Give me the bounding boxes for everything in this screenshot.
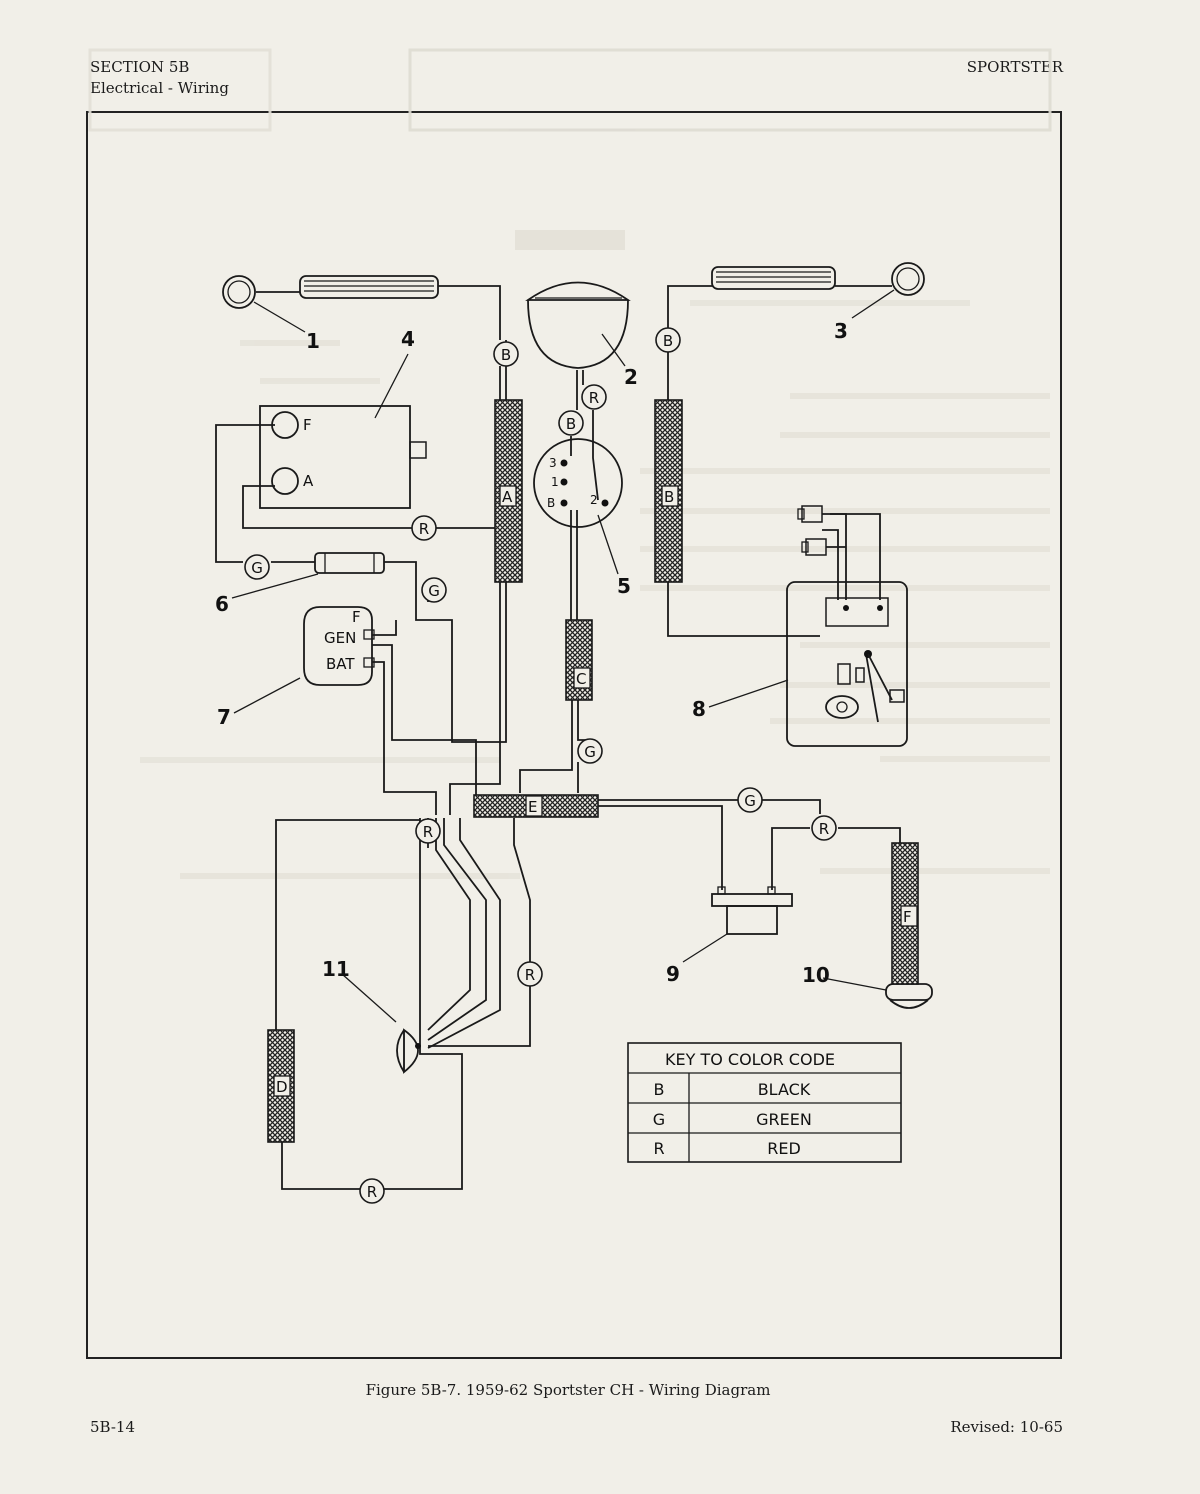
legend-color: BLACK <box>758 1080 811 1099</box>
horn <box>396 1028 421 1074</box>
gen-terminal-bat: BAT <box>326 655 355 673</box>
wire-marker: R <box>359 1178 385 1204</box>
wire-marker: R <box>811 815 837 841</box>
stoplight-switch <box>711 886 793 935</box>
legend-code: B <box>654 1080 665 1099</box>
wire-marker: G <box>244 554 270 580</box>
headlamp <box>525 281 631 369</box>
color-code-legend: KEY TO COLOR CODE B BLACK G GREEN R RED <box>627 1042 902 1163</box>
relay: F A <box>259 405 427 509</box>
svg-text:R: R <box>419 520 429 538</box>
switch-terminal-2: 2 <box>590 493 598 507</box>
wire-marker: B <box>655 327 681 353</box>
tail-lamp <box>885 983 933 1009</box>
page-header-left: SECTION 5B Electrical - Wiring <box>90 57 229 99</box>
wire-marker: R <box>411 515 437 541</box>
magneto <box>786 505 908 747</box>
callout-7: 7 <box>217 705 231 729</box>
svg-text:R: R <box>819 820 829 838</box>
generator: F GEN BAT <box>303 606 375 686</box>
section-label: SECTION 5B <box>90 58 190 76</box>
callout-10: 10 <box>802 963 830 987</box>
model-label: SPORTSTER <box>966 58 1063 76</box>
callout-4: 4 <box>401 327 415 351</box>
legend-title: KEY TO COLOR CODE <box>665 1050 835 1069</box>
terminal-block <box>314 552 385 574</box>
svg-text:G: G <box>428 582 440 600</box>
legend-color: RED <box>767 1139 801 1158</box>
svg-text:B: B <box>663 332 673 350</box>
callout-8: 8 <box>692 697 706 721</box>
svg-text:G: G <box>584 743 596 761</box>
figure-caption: Figure 5B-7. 1959-62 Sportster CH - Wiri… <box>365 1381 771 1399</box>
conduit-label-c: C <box>576 670 586 688</box>
wire-marker: G <box>421 577 447 603</box>
wire-marker: R <box>517 961 543 987</box>
wire-marker: R <box>415 818 441 844</box>
callout-2: 2 <box>624 365 638 389</box>
switch-terminal-b: B <box>547 496 555 510</box>
legend-code: G <box>653 1110 665 1129</box>
svg-text:B: B <box>501 346 511 364</box>
bleed-through-text <box>88 48 1052 879</box>
figure-frame <box>86 111 1062 1359</box>
callout-9: 9 <box>666 962 680 986</box>
ignition-switch: 3 1 B 2 <box>533 438 623 528</box>
section-subtitle: Electrical - Wiring <box>90 79 229 97</box>
svg-text:R: R <box>367 1183 377 1201</box>
conduit-label-e: E <box>528 798 537 816</box>
conduit-label-d: D <box>276 1078 288 1096</box>
svg-text:R: R <box>525 966 535 984</box>
page-number: 5B-14 <box>90 1418 135 1436</box>
conduit-label-f: F <box>903 908 912 926</box>
callout-5: 5 <box>617 574 631 598</box>
relay-terminal-f: F <box>303 416 312 434</box>
legend-color: GREEN <box>756 1110 812 1129</box>
wire-marker: R <box>581 384 607 410</box>
dimmer-switch <box>711 262 925 296</box>
conduit-label-a: A <box>502 488 513 506</box>
component-callouts: 1 2 3 4 5 6 7 8 9 10 11 <box>215 289 895 1023</box>
wire-marker: G <box>737 787 763 813</box>
conduit-label-b: B <box>664 488 674 506</box>
switch-terminal-3: 3 <box>549 456 557 470</box>
wire-marker: G <box>577 738 603 764</box>
svg-text:G: G <box>744 792 756 810</box>
callout-1: 1 <box>306 329 320 353</box>
wire-marker: B <box>558 410 584 436</box>
svg-text:R: R <box>423 823 433 841</box>
gen-terminal-gen: GEN <box>324 629 356 647</box>
wire-marker: B <box>493 341 519 367</box>
callout-11: 11 <box>322 957 350 981</box>
callout-6: 6 <box>215 592 229 616</box>
svg-text:B: B <box>566 415 576 433</box>
legend-code: R <box>653 1139 664 1158</box>
conduits: A B C D E F <box>267 399 919 1143</box>
relay-terminal-a: A <box>303 472 314 490</box>
svg-text:R: R <box>589 389 599 407</box>
gen-terminal-f: F <box>352 608 361 626</box>
horn-switch <box>222 275 439 309</box>
svg-text:G: G <box>251 559 263 577</box>
callout-3: 3 <box>834 319 848 343</box>
wire-color-markers: B B R B R G G G G R R R R <box>244 327 837 1204</box>
revision-date: Revised: 10-65 <box>950 1418 1063 1436</box>
switch-terminal-1: 1 <box>551 475 559 489</box>
